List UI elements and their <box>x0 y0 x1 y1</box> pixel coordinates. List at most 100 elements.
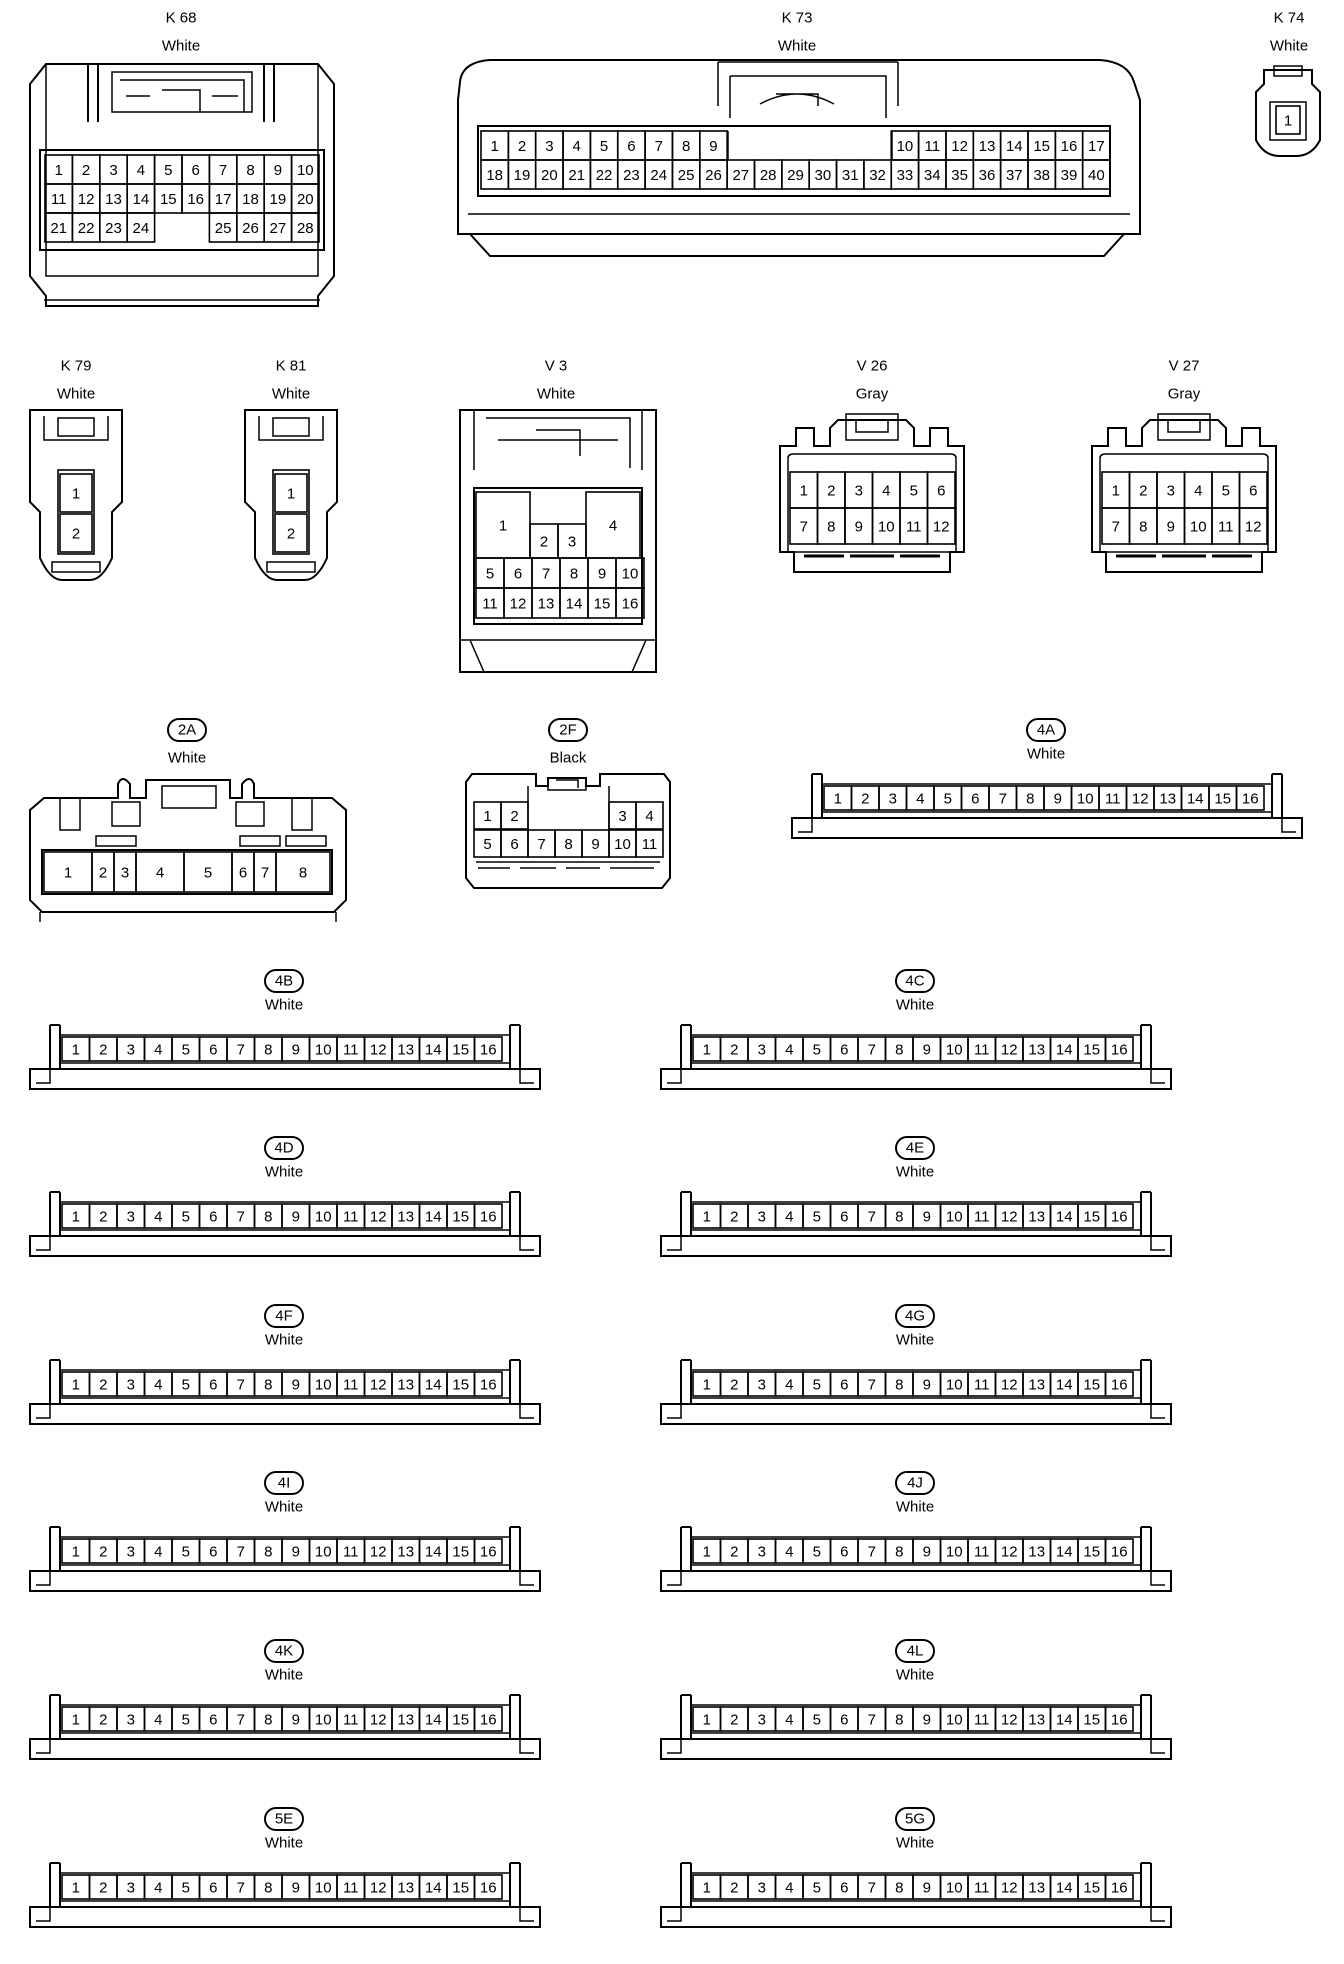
terminal-cell: 13 <box>1022 1874 1052 1900</box>
strip-base <box>29 1570 541 1592</box>
terminal-cell: 7 <box>789 507 819 545</box>
terminal-box <box>473 1203 503 1229</box>
terminal-number: 6 <box>514 566 522 583</box>
terminal-cell: 15 <box>1077 1874 1107 1900</box>
terminal-number: 4 <box>785 1209 793 1226</box>
connector-color: White <box>896 1332 934 1349</box>
terminal-number: 9 <box>292 1209 300 1226</box>
terminal-number: 7 <box>237 1209 245 1226</box>
terminal-cell: 3 <box>113 851 137 893</box>
terminal-number: 5 <box>486 566 494 583</box>
terminal-cell: 15 <box>1077 1538 1107 1564</box>
terminal-number: 10 <box>315 1209 332 1226</box>
terminal-number: 9 <box>923 1042 931 1059</box>
terminal-number: 11 <box>51 191 67 208</box>
terminal-cell: 32 <box>863 159 893 190</box>
terminal-cell: 4 <box>635 801 664 830</box>
terminal-cell: 9 <box>698 130 728 161</box>
terminal-number: 8 <box>264 1880 272 1897</box>
terminal-number: 5 <box>182 1544 190 1561</box>
housing-latch <box>547 777 587 791</box>
terminal-cell: 12 <box>994 1036 1024 1062</box>
terminal-number: 8 <box>895 1209 903 1226</box>
terminal-number: 12 <box>510 596 527 613</box>
terminal-cell: 8 <box>559 557 589 589</box>
terminal-number: 10 <box>1190 519 1207 536</box>
housing-outline <box>29 409 123 581</box>
strip-post <box>680 1694 692 1739</box>
terminal-cell: 9 <box>912 1036 942 1062</box>
terminal-number: 17 <box>1088 138 1105 155</box>
terminal-cell: 7 <box>644 130 674 161</box>
terminal-cell: 5 <box>802 1036 832 1062</box>
terminal-cell: 5 <box>171 1706 201 1732</box>
connector-color: White <box>272 386 310 403</box>
terminal-cell: 7 <box>857 1371 887 1397</box>
terminal-cell: 10 <box>939 1706 969 1732</box>
terminal-cell: 7 <box>527 829 556 858</box>
connector-code-badge <box>264 1807 304 1831</box>
terminal-number: 4 <box>882 483 890 500</box>
connector-code: 5E <box>275 1811 293 1828</box>
terminal-cell: 8 <box>884 1538 914 1564</box>
terminal-cell: 12 <box>994 1874 1024 1900</box>
terminal-number: 16 <box>1242 791 1259 808</box>
terminal-number: 6 <box>840 1880 848 1897</box>
terminal-cell: 15 <box>446 1203 476 1229</box>
terminal-number: 30 <box>815 167 832 184</box>
base-notch <box>667 1068 1165 1084</box>
terminal-cell: 11 <box>899 507 929 545</box>
terminal-cell: 3 <box>116 1706 146 1732</box>
terminal-number: 2 <box>99 1544 107 1561</box>
terminal-cell: 9 <box>912 1874 942 1900</box>
housing-latch <box>845 413 899 441</box>
terminal-cell: 2 <box>88 1538 118 1564</box>
connector-code-badge <box>895 1807 935 1831</box>
terminal-cell: 10 <box>608 829 637 858</box>
terminal-cell: 11 <box>1098 785 1128 811</box>
terminal-number: 2 <box>518 138 526 155</box>
terminal-number: 2 <box>730 1042 738 1059</box>
terminal-cell: 6 <box>231 851 255 893</box>
terminal-box <box>1104 1371 1134 1397</box>
strip-post <box>1140 1694 1152 1739</box>
terminal-number: 10 <box>946 1712 963 1729</box>
terminal-number: 7 <box>800 519 808 536</box>
terminal-number: 16 <box>480 1544 497 1561</box>
terminal-cell: 4 <box>774 1036 804 1062</box>
strip-post <box>1271 773 1283 818</box>
terminal-box <box>473 1036 503 1062</box>
terminal-cell: 2 <box>88 1706 118 1732</box>
strip-rail <box>60 1034 510 1064</box>
terminal-cell: 6 <box>1238 471 1268 509</box>
connector-code: K 79 <box>61 358 92 375</box>
connector-code-badge <box>895 1471 935 1495</box>
connector-code: 4I <box>278 1475 291 1492</box>
terminal-cell: 10 <box>939 1203 969 1229</box>
terminal-cell: 15 <box>1077 1203 1107 1229</box>
terminal-number: 11 <box>343 1042 359 1059</box>
terminal-number: 8 <box>895 1377 903 1394</box>
terminal-number: 4 <box>573 138 581 155</box>
terminal-number: 1 <box>72 1042 80 1059</box>
terminal-cell: 12 <box>503 587 533 619</box>
terminal-cell: 6 <box>829 1706 859 1732</box>
cavity-divider <box>527 786 610 830</box>
terminal-cell: 13 <box>391 1538 421 1564</box>
connector-code: 4B <box>275 973 293 990</box>
terminal-number: 2 <box>730 1544 738 1561</box>
terminal-number: 3 <box>758 1712 766 1729</box>
housing-outline <box>244 409 338 581</box>
connector-color: White <box>265 1332 303 1349</box>
terminal-number: 13 <box>1028 1544 1045 1561</box>
strip-post <box>49 1191 61 1236</box>
terminal-number: 11 <box>482 596 498 613</box>
strip-post <box>509 1359 521 1404</box>
terminal-cell: 8 <box>253 1036 283 1062</box>
terminal-cell: 15 <box>1077 1371 1107 1397</box>
